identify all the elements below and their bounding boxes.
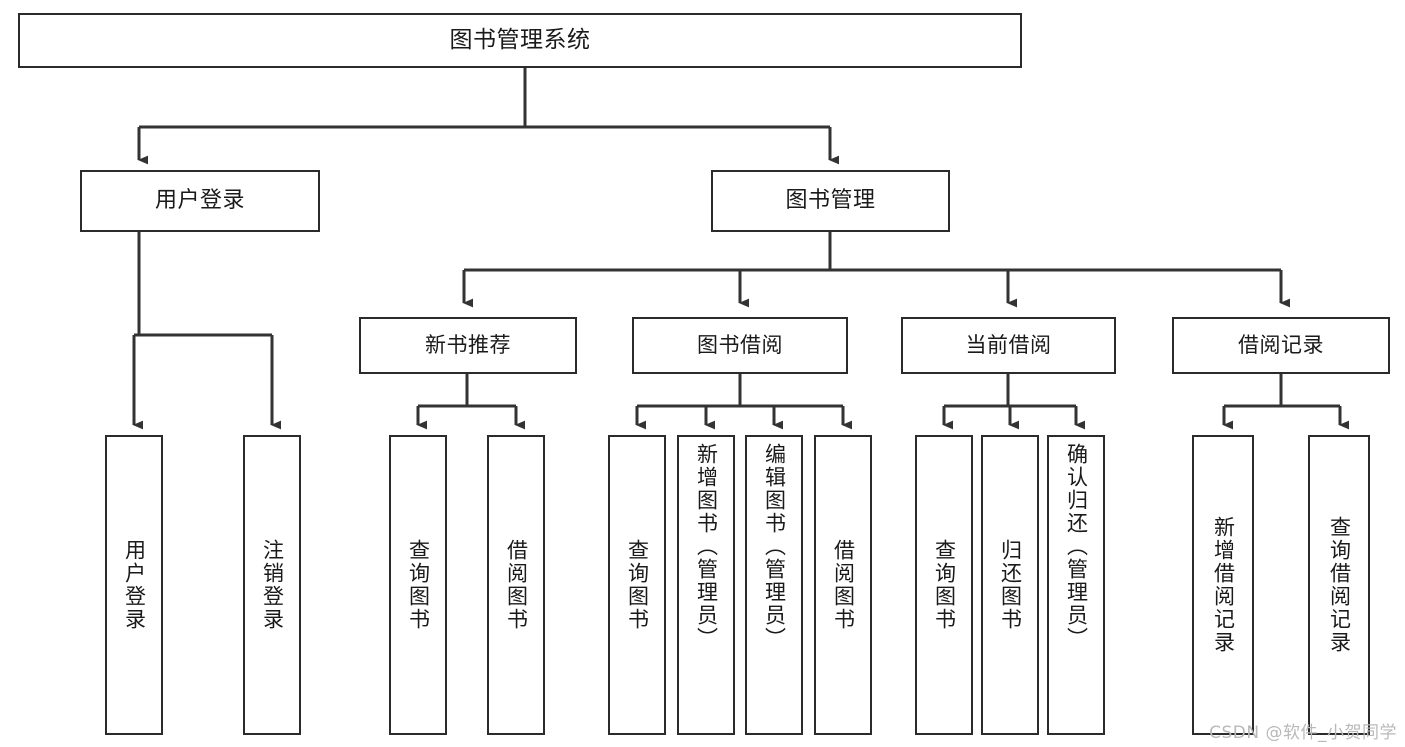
leaf-return-book[interactable]: 归还图书 xyxy=(981,435,1039,735)
node-user-login[interactable]: 用户登录 xyxy=(80,170,320,232)
node-root-book-management-system[interactable]: 图书管理系统 xyxy=(18,13,1022,68)
node-book-management[interactable]: 图书管理 xyxy=(711,170,950,232)
node-book-borrow[interactable]: 图书借阅 xyxy=(632,317,848,374)
node-label: 注销登录 xyxy=(260,539,285,631)
node-label: 归还图书 xyxy=(998,539,1023,631)
node-label: 借阅记录 xyxy=(1238,332,1324,357)
node-label: 借阅图书 xyxy=(504,539,529,631)
leaf-query-borrow-record[interactable]: 查询借阅记录 xyxy=(1308,435,1370,735)
node-new-book-recommend[interactable]: 新书推荐 xyxy=(359,317,577,374)
leaf-borrow-book-recommend[interactable]: 借阅图书 xyxy=(487,435,545,735)
node-label: 图书管理 xyxy=(785,187,876,213)
node-label: 新增图书（管理员） xyxy=(694,443,719,650)
leaf-confirm-return[interactable]: 确认归还（管理员） xyxy=(1047,435,1105,735)
leaf-add-borrow-record[interactable]: 新增借阅记录 xyxy=(1192,435,1254,735)
node-current-borrow[interactable]: 当前借阅 xyxy=(901,317,1116,374)
node-label: 编辑图书（管理员） xyxy=(762,443,787,650)
leaf-user-login[interactable]: 用户登录 xyxy=(105,435,163,735)
node-label: 当前借阅 xyxy=(965,332,1052,357)
leaf-query-book-current[interactable]: 查询图书 xyxy=(915,435,973,735)
node-label: 用户登录 xyxy=(122,539,147,631)
node-label: 图书管理系统 xyxy=(449,26,591,53)
node-label: 确认归还（管理员） xyxy=(1064,443,1089,650)
leaf-borrow-book-borrow[interactable]: 借阅图书 xyxy=(814,435,872,735)
node-label: 查询图书 xyxy=(625,539,650,631)
leaf-query-book-borrow[interactable]: 查询图书 xyxy=(608,435,666,735)
node-label: 查询图书 xyxy=(406,539,431,631)
node-label: 图书借阅 xyxy=(697,332,783,357)
leaf-edit-book[interactable]: 编辑图书（管理员） xyxy=(745,435,803,735)
node-label: 用户登录 xyxy=(154,187,245,213)
node-label: 新增借阅记录 xyxy=(1211,516,1236,654)
node-label: 查询图书 xyxy=(932,539,957,631)
node-label: 新书推荐 xyxy=(425,332,511,357)
leaf-add-book[interactable]: 新增图书（管理员） xyxy=(677,435,735,735)
node-label: 借阅图书 xyxy=(831,539,856,631)
node-label: 查询借阅记录 xyxy=(1327,516,1352,654)
leaf-query-book-recommend[interactable]: 查询图书 xyxy=(389,435,447,735)
node-borrow-record[interactable]: 借阅记录 xyxy=(1172,317,1390,374)
leaf-logout-login[interactable]: 注销登录 xyxy=(243,435,301,735)
